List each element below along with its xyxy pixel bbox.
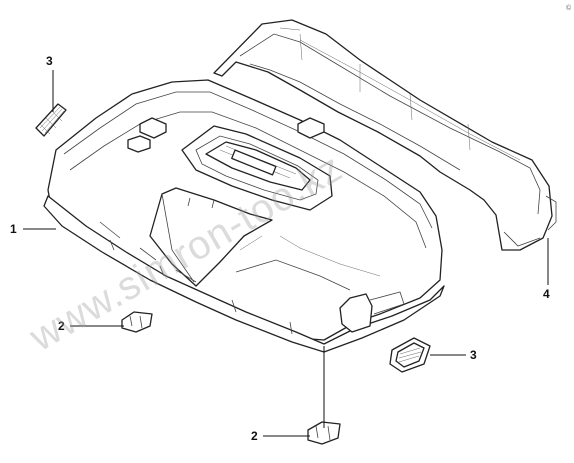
callout-2-bracket-upper: 2 [58, 319, 65, 333]
speaker-grille-right [389, 337, 431, 373]
copyright-mark: © [566, 4, 572, 12]
speaker-grille-left [35, 103, 67, 137]
callout-4-rear-panel: 4 [543, 287, 550, 301]
callout-3-grille-right: 3 [470, 348, 477, 362]
main-rear-shelf [43, 79, 445, 353]
mounting-bracket-upper [121, 311, 153, 333]
callout-1-main-shelf: 1 [10, 222, 17, 236]
leader-lines [23, 70, 549, 437]
mounting-bracket-lower [307, 421, 341, 445]
callout-3-grille-left: 3 [46, 54, 53, 68]
rear-shelf-panel [213, 19, 557, 251]
callout-2-bracket-lower: 2 [251, 429, 258, 443]
